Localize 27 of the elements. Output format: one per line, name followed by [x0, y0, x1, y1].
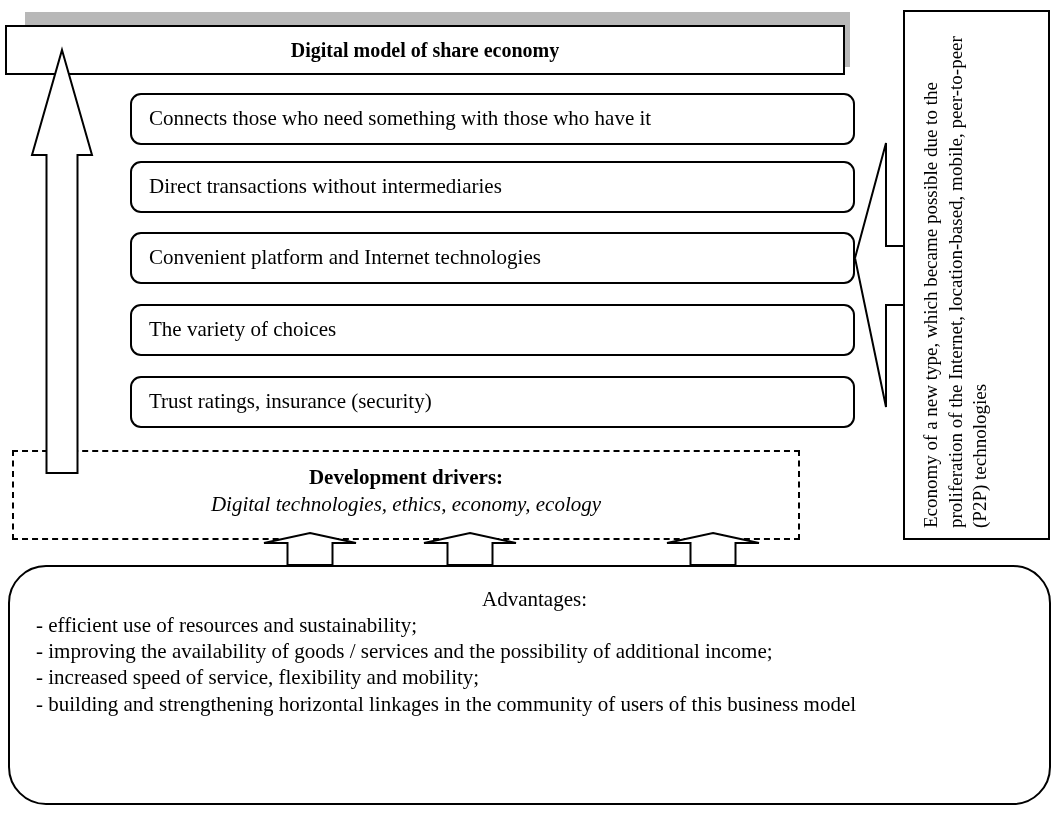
- block-arrow: [263, 531, 357, 566]
- body-text: Digital technologies, ethics, economy, ecology: [210, 491, 602, 519]
- list-item: - efficient use of resources and sustainability;: [36, 613, 418, 638]
- list-item: - increased speed of service, flexibility and mobility;: [36, 665, 481, 690]
- title-text: Digital model of share economy: [290, 38, 560, 62]
- block-arrow: [666, 531, 760, 566]
- title-box: [5, 25, 845, 75]
- box-text: Trust ratings, insurance (security): [149, 389, 433, 415]
- box-text: Connects those who need something with those who have it: [149, 106, 653, 132]
- list-item: - building and strengthening horizontal linkages in the community of users of this business model: [36, 691, 858, 716]
- rounded-box: [130, 93, 855, 145]
- callout-text: Economy of a new type, which became possible due to the proliferation of the Internet, location-based, mobile, peer-to-peer (P2P) technologies: [919, 35, 992, 528]
- rounded-box: [130, 304, 855, 356]
- rounded-box: [130, 232, 855, 284]
- heading-text: Development drivers:: [308, 464, 504, 491]
- callout-pointer: [854, 142, 904, 408]
- rounded-panel: [8, 565, 1051, 805]
- block-arrow: [423, 531, 517, 566]
- rounded-box: [130, 161, 855, 213]
- heading-text: Advantages:: [481, 587, 588, 612]
- callout-box: [903, 10, 1050, 540]
- rounded-box: [130, 376, 855, 428]
- list-item: - improving the availability of goods / services and the possibility of additional income;: [36, 639, 774, 664]
- box-text: Convenient platform and Internet technologies: [149, 245, 542, 271]
- block-arrow: [30, 46, 94, 474]
- box-text: Direct transactions without intermediaries: [149, 174, 503, 200]
- box-text: The variety of choices: [149, 317, 338, 343]
